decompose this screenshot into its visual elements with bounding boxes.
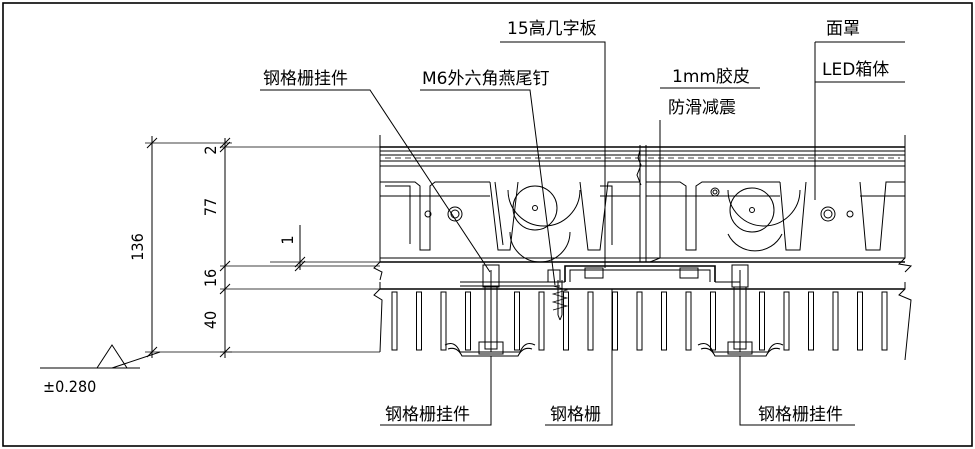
grating-bar: [710, 291, 716, 351]
label-led-box: LED箱体: [822, 60, 889, 80]
led-box-section: [373, 135, 913, 281]
grating-bar: [563, 291, 569, 351]
leader-lines: [260, 41, 905, 426]
label-grating-hanger-bottom-right: 钢格栅挂件: [758, 405, 843, 425]
grating-bar: [416, 291, 422, 351]
label-plate-15: 15高几字板: [507, 19, 597, 39]
label-anti-slip: 防滑减震: [668, 98, 736, 118]
label-grating-hanger-bottom-left: 钢格栅挂件: [385, 405, 470, 425]
label-grating-hanger-top: 钢格栅挂件: [263, 69, 348, 89]
grating-bar: [514, 291, 520, 351]
plate-assembly: [460, 265, 740, 287]
grating-bar: [857, 291, 863, 351]
dim-2: 2: [201, 145, 220, 154]
label-grating: 钢格栅: [550, 405, 601, 425]
grating-bar: [661, 291, 667, 351]
label-face-cover: 面罩: [826, 19, 860, 39]
grating-bar: [612, 291, 618, 351]
grating-bar: [759, 291, 765, 351]
hanger-left: [444, 264, 536, 357]
dim-1: 1: [278, 235, 297, 244]
grating-bar: [685, 291, 692, 351]
grating-bar: [881, 291, 888, 351]
label-rubber-1mm: 1mm胶皮: [672, 67, 750, 87]
dim-136: 136: [128, 233, 147, 260]
steel-grating: [373, 282, 912, 361]
m6-screw: [551, 280, 569, 321]
elevation-marker: [40, 344, 161, 369]
label-m6-screw: M6外六角燕尾钉: [422, 69, 549, 89]
dim-16: 16: [201, 269, 220, 287]
dimension-chain: [145, 136, 380, 358]
grating-bar: [465, 291, 471, 351]
dim-40: 40: [201, 311, 220, 329]
grating-bar: [783, 291, 790, 351]
grating-bar: [538, 291, 545, 351]
grating-bar: [808, 291, 814, 351]
dim-77: 77: [201, 198, 220, 216]
grating-bar: [636, 291, 643, 351]
grating-bar: [440, 291, 447, 351]
elevation-label: ±0.280: [43, 377, 96, 396]
grating-bar: [587, 291, 594, 351]
grating-bar: [391, 291, 398, 351]
grating-bar: [832, 291, 839, 351]
